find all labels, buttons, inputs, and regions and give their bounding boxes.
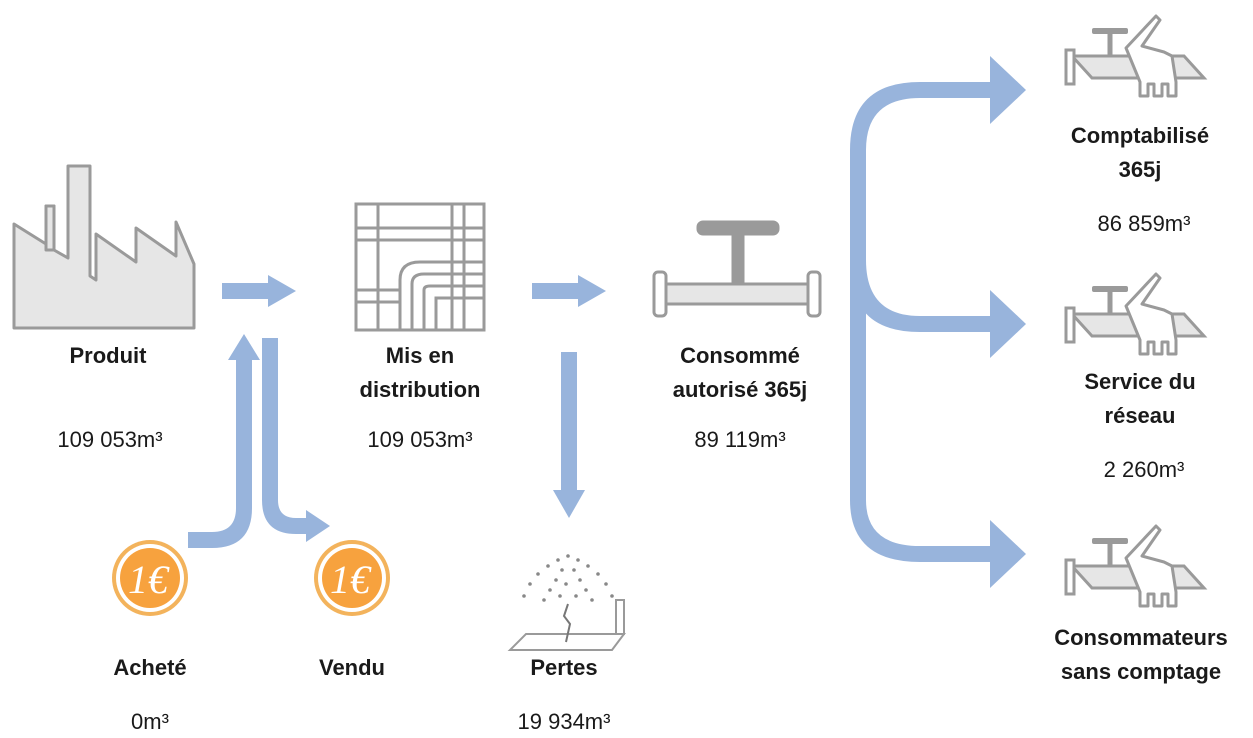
arrow-head-comptabilise bbox=[990, 56, 1026, 124]
arrow-from-achete bbox=[188, 334, 260, 548]
euro-coin-icon-vendu bbox=[314, 540, 390, 616]
service-label-line2: réseau bbox=[1104, 403, 1176, 428]
hand-valve-icon-comptabilise bbox=[1066, 16, 1204, 96]
comptabilise-label-line1: Comptabilisé bbox=[1070, 123, 1210, 148]
vendu-label: Vendu bbox=[318, 655, 385, 680]
sans-comptage-label-line1: Consommateurs bbox=[1054, 625, 1228, 650]
consomme-value: 89 119m³ bbox=[694, 427, 786, 452]
pertes-label: Pertes bbox=[530, 655, 598, 680]
pipe-network-icon bbox=[354, 202, 486, 332]
arrow-split-branches bbox=[850, 56, 1026, 588]
arrow-head-sans-comptage bbox=[990, 520, 1026, 588]
distribution-label-line2: distribution bbox=[359, 377, 481, 402]
consomme-label-line2: autorisé 365j bbox=[672, 377, 808, 402]
pertes-value: 19 934m³ bbox=[517, 709, 611, 734]
valve-pipe-icon bbox=[652, 220, 822, 318]
arrow-distribution-to-consomme bbox=[532, 275, 606, 307]
consomme-label-line1: Consommé bbox=[680, 343, 800, 368]
arrow-to-pertes bbox=[553, 352, 585, 518]
distribution-label-line1: Mis en bbox=[385, 343, 455, 368]
arrow-to-vendu bbox=[262, 338, 330, 542]
hand-valve-icon-sans-comptage bbox=[1066, 526, 1204, 606]
achete-label: Acheté bbox=[113, 655, 187, 680]
comptabilise-label-line2: 365j bbox=[1118, 157, 1162, 182]
arrows bbox=[188, 56, 1026, 588]
comptabilise-value: 86 859m³ bbox=[1097, 211, 1191, 236]
arrow-produit-to-distribution bbox=[222, 275, 296, 307]
factory-icon bbox=[12, 164, 196, 330]
arrow-head-service bbox=[990, 290, 1026, 358]
service-label-line1: Service du bbox=[1084, 369, 1196, 394]
leaking-pipe-icon bbox=[507, 554, 626, 651]
hand-valve-icon-service bbox=[1066, 274, 1204, 354]
euro-coin-icon-achete bbox=[112, 540, 188, 616]
service-value: 2 260m³ bbox=[1103, 457, 1185, 482]
produit-label: Produit bbox=[69, 343, 147, 368]
achete-value: 0m³ bbox=[131, 709, 169, 734]
sans-comptage-label-line2: sans comptage bbox=[1060, 659, 1222, 684]
produit-value: 109 053m³ bbox=[57, 427, 163, 452]
distribution-value: 109 053m³ bbox=[367, 427, 473, 452]
